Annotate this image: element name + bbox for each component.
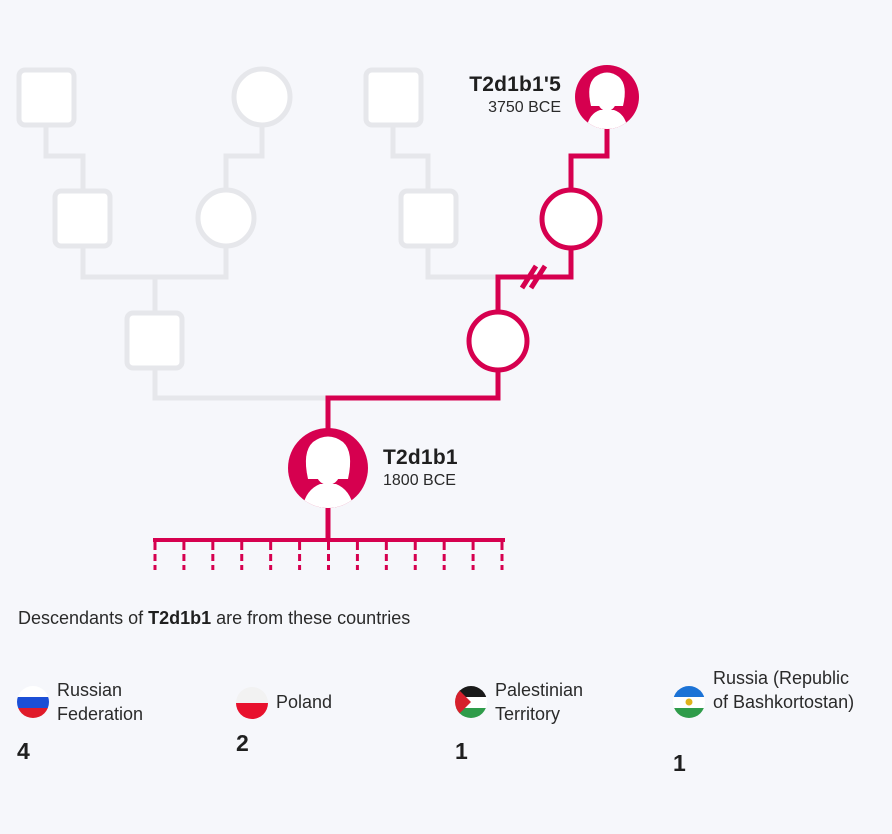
ancestor-male-node	[124, 310, 185, 371]
russia-flag-icon	[17, 686, 49, 718]
lineage-tree-diagram	[16, 65, 639, 570]
country-name: Russia (Republic of Bashkortostan)	[713, 668, 855, 712]
descendants-caption: Descendants of T2d1b1 are from these cou…	[18, 608, 410, 629]
maternal-ancestor-node	[539, 187, 603, 251]
poland-flag-icon	[236, 687, 268, 719]
maternal-ancestor-node	[466, 309, 530, 373]
ancestor-male-node	[398, 188, 459, 249]
ancestor-male-node	[52, 188, 113, 249]
top-haplogroup-avatar[interactable]	[575, 65, 639, 131]
main-node-date: 1800 BCE	[383, 472, 456, 489]
country-count: 4	[17, 738, 30, 764]
maternal-nodes	[466, 187, 603, 373]
caption-prefix: Descendants of	[18, 608, 149, 628]
ancestor-female-node	[231, 66, 293, 128]
ancestor-male-node	[363, 67, 424, 128]
ancestor-male-node	[16, 67, 77, 128]
country-count: 1	[455, 738, 468, 764]
female-silhouette-icon	[302, 436, 354, 508]
palestine-flag-icon	[455, 686, 487, 718]
top-node-date: 3750 BCE	[488, 99, 561, 116]
country-name: Russian Federation	[57, 680, 144, 724]
country-count: 2	[236, 730, 249, 756]
gap-mark	[528, 264, 548, 290]
faded-nodes	[16, 66, 459, 371]
top-node-label: T2d1b1'5 3750 BCE	[469, 73, 561, 117]
main-node-label: T2d1b1 1800 BCE	[383, 446, 458, 490]
female-silhouette-icon	[586, 72, 628, 129]
main-node-name: T2d1b1	[383, 446, 458, 469]
faded-branches	[43, 126, 498, 401]
maternal-line	[325, 128, 610, 540]
country-name: Palestinian Territory	[495, 680, 584, 724]
country-name: Poland	[276, 692, 333, 712]
main-haplogroup-avatar[interactable]	[288, 428, 368, 510]
descendant-ticks	[153, 542, 504, 570]
country-count: 1	[673, 750, 686, 776]
gap-mark	[519, 264, 539, 290]
caption-suffix: are from these countries	[211, 608, 411, 628]
top-node-name: T2d1b1'5	[469, 73, 561, 96]
bashkortostan-flag-icon	[673, 686, 705, 718]
caption-haplogroup: T2d1b1	[148, 608, 212, 628]
ancestor-female-node	[195, 187, 257, 249]
